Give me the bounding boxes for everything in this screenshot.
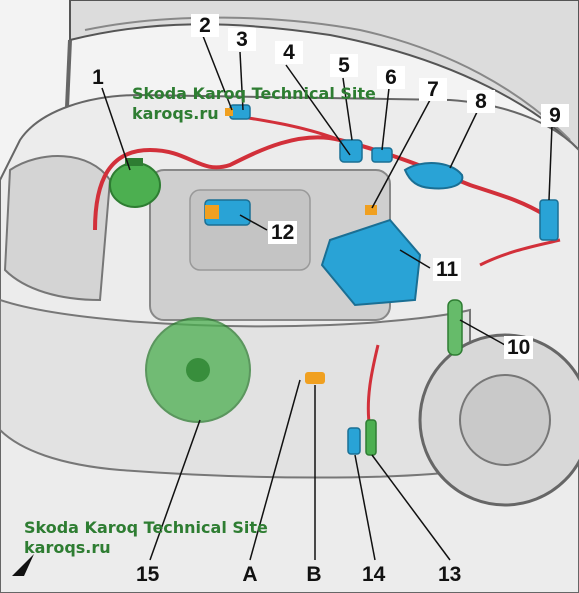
callout-3[interactable]: 3 [228,28,256,51]
left-headlight [3,155,112,302]
callout-11[interactable]: 11 [433,258,462,281]
navigation-arrow-icon[interactable] [10,552,36,578]
callout-6[interactable]: 6 [377,66,405,89]
component-12-connector [205,205,219,219]
radiator-fan-hub [186,358,210,382]
component-14 [347,427,361,455]
hood-underside [84,16,571,141]
wiring-harness-upper [93,135,547,231]
callout-10[interactable]: 10 [504,336,534,359]
wiring-harness-right [479,238,561,267]
callout-12[interactable]: 12 [268,221,298,244]
callout-8[interactable]: 8 [467,90,495,113]
callout-9[interactable]: 9 [541,104,569,127]
component-2 [225,108,233,116]
watermark-top-line1: Skoda Karoq Technical Site [132,84,376,103]
callout-A[interactable]: A [242,563,258,586]
component-7 [365,205,377,215]
coolant-reservoir-cap [125,158,143,166]
callout-1[interactable]: 1 [92,66,104,89]
callout-5[interactable]: 5 [330,54,358,77]
leader-lines [101,35,553,561]
callout-14[interactable]: 14 [362,563,386,586]
front-right-wheel-hub [459,374,551,466]
component-10 [447,299,463,356]
component-B [305,372,325,384]
coolant-reservoir [109,162,161,208]
watermark-bottom-line1: Skoda Karoq Technical Site [24,518,268,537]
component-5 [339,139,363,163]
component-9 [539,199,559,241]
callout-B[interactable]: B [306,563,322,586]
watermark-top-line2: karoqs.ru [132,104,219,123]
component-6 [371,147,393,163]
component-13 [365,419,377,456]
component-8 [403,162,464,190]
callout-15[interactable]: 15 [136,563,160,586]
component-11 [320,218,422,307]
callout-2[interactable]: 2 [191,14,219,37]
watermark-bottom-line2: karoqs.ru [24,538,111,557]
callout-13[interactable]: 13 [438,563,462,586]
callout-4[interactable]: 4 [275,41,303,64]
callout-7[interactable]: 7 [419,78,447,101]
watermark-top: Skoda Karoq Technical Site karoqs.ru [132,84,376,124]
watermark-bottom: Skoda Karoq Technical Site karoqs.ru [24,518,268,558]
